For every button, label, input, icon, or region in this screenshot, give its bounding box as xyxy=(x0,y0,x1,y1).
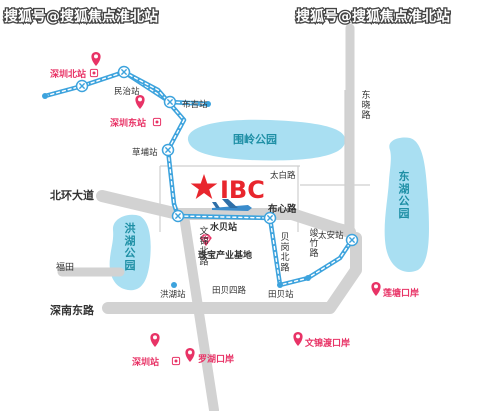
poi-label-liantang-port: 莲塘口岸 xyxy=(383,287,419,299)
interchange-icon xyxy=(171,209,185,223)
station-dot xyxy=(171,282,177,288)
station-label-shuibei: 水贝站 xyxy=(210,221,237,233)
interchange-icon xyxy=(161,143,175,157)
wenjin-road xyxy=(179,211,219,411)
rail-badges xyxy=(89,68,181,366)
poi-label-luohu-port: 罗湖口岸 xyxy=(198,353,234,365)
poi-label-shenzhen-north: 深圳北站 xyxy=(50,68,86,80)
beihuan-road xyxy=(96,190,356,238)
location-pin-icon xyxy=(150,333,160,347)
diamond-icon xyxy=(200,234,212,247)
rail-station-icon xyxy=(171,356,181,366)
minor-roads xyxy=(159,90,370,232)
station-label-caopu: 草埔站 xyxy=(132,147,158,158)
station-dot xyxy=(277,282,283,288)
major-roads xyxy=(57,23,362,411)
watermark-right: 搜狐号@搜狐焦点淮北站 xyxy=(296,8,450,25)
honghu-park-label: 洪湖公园 xyxy=(125,221,136,272)
station-dot xyxy=(305,275,311,281)
station-dot xyxy=(205,101,211,107)
interchange-icon xyxy=(75,79,89,93)
weiling-park-area xyxy=(187,119,346,161)
location-pin-icon xyxy=(185,348,195,362)
taibai-road-label: 太白路 xyxy=(270,170,296,181)
songzhu-road-label: 竣竹路 xyxy=(309,227,318,259)
beigang-north-road-label: 贝岗北路 xyxy=(280,232,289,273)
dongxiao-road-label: 东晓路 xyxy=(361,89,370,121)
interchange-icon xyxy=(263,211,277,225)
weiling-park-label: 围岭公园 xyxy=(233,132,277,146)
donghu-park-label: 东湖公园 xyxy=(399,169,410,220)
station-label-minzhi: 民治站 xyxy=(114,86,140,97)
airplane-icon xyxy=(212,199,252,211)
shennan-road xyxy=(102,232,362,314)
station-dot xyxy=(42,93,48,99)
watermark-left: 搜狐号@搜狐焦点淮北站 xyxy=(4,8,158,25)
interchange-icon xyxy=(163,95,177,109)
interchange-icon xyxy=(345,233,359,247)
interchange-markers xyxy=(75,65,359,247)
station-label-buji: 布吉站 xyxy=(182,99,208,110)
wenjin-north-road-label: 文锦北路 xyxy=(199,225,208,267)
location-pin-icon xyxy=(135,95,145,109)
buxin-road-label: 布心路 xyxy=(267,203,297,215)
interchange-icon xyxy=(117,65,131,79)
shennan-road-label: 深南东路 xyxy=(50,303,95,317)
poi-label-shenzhen-station: 深圳站 xyxy=(132,356,159,368)
station-dots xyxy=(42,93,311,288)
ibc-logo: IBC xyxy=(190,174,265,211)
location-pin-icon xyxy=(293,332,303,346)
rail-station-icon xyxy=(152,117,162,127)
station-label-tianbei: 田贝站 xyxy=(268,289,294,300)
futian-road-label: 福田 xyxy=(56,261,74,273)
rail-station-icon xyxy=(89,68,99,78)
poi-label-shenzhen-east: 深圳东站 xyxy=(110,117,146,129)
location-pin-icon xyxy=(91,52,101,66)
donghu-park-area xyxy=(384,137,429,272)
poi-label-wenjindu-port: 文锦渡口岸 xyxy=(304,337,350,349)
beihuan-road-label: 北环大道 xyxy=(50,188,94,202)
poi-label-jewelry-base: 珠宝产业基地 xyxy=(198,249,252,261)
station-label-honghu: 洪湖站 xyxy=(160,289,186,300)
station-label-taian: 太安站 xyxy=(318,230,344,241)
location-pin-icon xyxy=(371,282,381,296)
location-pins xyxy=(91,52,381,362)
star-icon xyxy=(190,174,218,199)
line-label-tianbeisi: 田贝四路 xyxy=(212,285,247,296)
